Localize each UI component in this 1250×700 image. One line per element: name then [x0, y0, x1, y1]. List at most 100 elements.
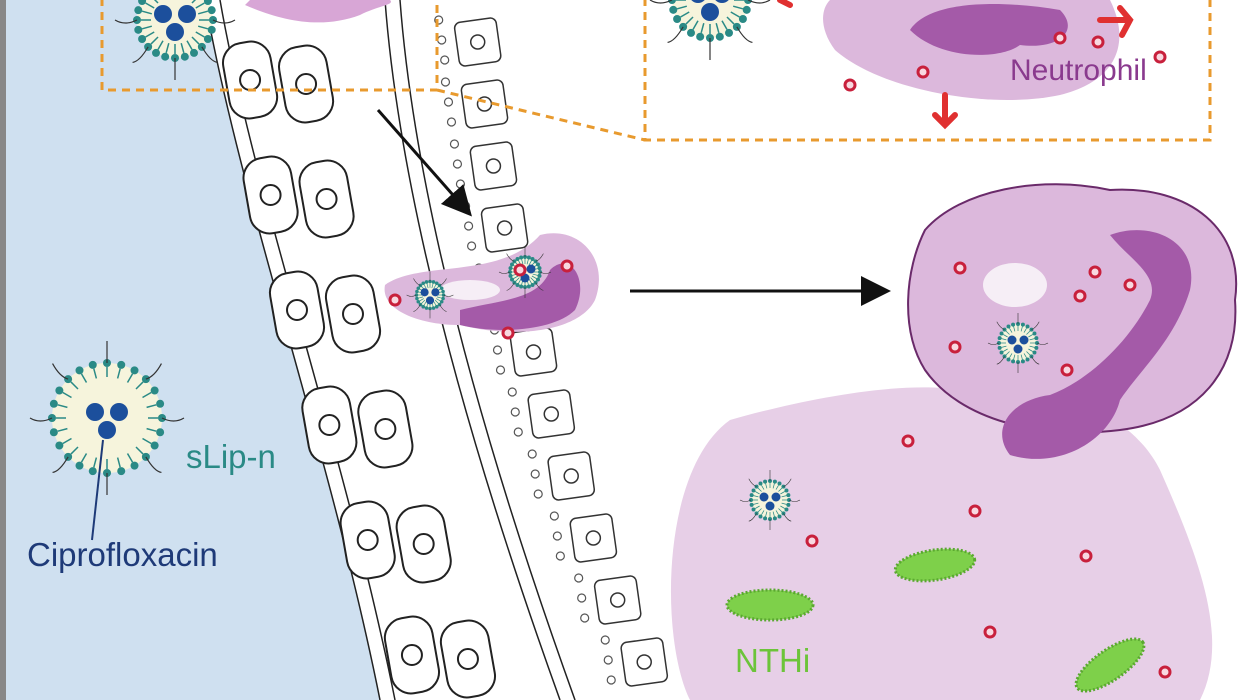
granule — [560, 259, 574, 273]
mucus-dot — [577, 593, 587, 603]
submucosal-cell — [453, 17, 502, 67]
granule — [1158, 665, 1172, 679]
mucus-dot — [580, 613, 590, 623]
mucus-dot — [600, 635, 610, 645]
granule — [1073, 289, 1087, 303]
granule — [968, 504, 982, 518]
mucus-dot — [527, 449, 537, 459]
drug-molecule — [1007, 335, 1017, 345]
mucus-dot — [574, 573, 584, 583]
drug-molecule — [715, 0, 729, 3]
granule — [901, 434, 915, 448]
left-border — [0, 0, 6, 700]
granule — [501, 326, 515, 340]
receptor-icons — [777, 0, 1134, 130]
mucus-dot — [549, 511, 559, 521]
granule — [1153, 50, 1167, 64]
mucus-dot — [455, 179, 466, 189]
legend-pointer — [91, 439, 104, 541]
liposome-icon — [406, 271, 454, 319]
bacterium-icon — [1074, 637, 1146, 693]
bacterium-icon — [893, 547, 977, 583]
granule — [916, 65, 930, 79]
epithelial-cell — [277, 44, 335, 124]
granule — [805, 534, 819, 548]
epithelial-cell — [357, 389, 414, 469]
drug-molecule — [526, 264, 536, 274]
mucus-dot — [464, 221, 474, 231]
mucus-dot — [446, 117, 457, 127]
granule — [843, 78, 857, 92]
drug-molecule — [759, 492, 769, 502]
submucosal-cell — [460, 79, 509, 129]
submucosal-cell — [569, 513, 618, 563]
epithelial-cell — [339, 500, 396, 580]
mucus-dot — [437, 35, 447, 45]
airway-lumen — [0, 0, 380, 700]
drug-molecule — [431, 288, 440, 297]
drug-molecule — [166, 23, 184, 41]
drug-molecule — [420, 288, 429, 297]
mucus-dot — [440, 55, 450, 65]
label-sliposome: sLip-n — [186, 438, 276, 475]
mucus-dot — [530, 469, 540, 479]
mucus-dot — [452, 159, 463, 169]
liposome-icon — [29, 341, 185, 495]
drug-molecule — [178, 5, 196, 23]
epithelial-cell — [439, 619, 497, 699]
mucus-dot — [507, 387, 517, 397]
mucus-dot — [533, 489, 543, 499]
granules — [388, 31, 1172, 679]
drug-molecule — [765, 501, 775, 511]
granule — [983, 625, 997, 639]
zoom-connector — [436, 88, 646, 142]
submucosal-cell — [593, 575, 642, 625]
drug-molecule — [701, 3, 719, 21]
submucosal-cell — [527, 389, 576, 439]
zoom-region-box — [100, 0, 439, 92]
mucus-dot — [603, 655, 613, 665]
granule — [513, 263, 527, 277]
mucus-dot — [440, 77, 451, 87]
epithelial-cell — [395, 504, 452, 584]
granule — [1079, 549, 1093, 563]
epithelial-cell — [221, 40, 279, 120]
drug-molecule — [691, 0, 705, 3]
epithelial-cell — [268, 270, 326, 350]
submucosal-cell — [469, 141, 518, 191]
granule — [1123, 278, 1137, 292]
liposome-icon — [114, 0, 236, 80]
granule — [953, 261, 967, 275]
epithelial-cell — [301, 385, 358, 465]
liposome-icon — [987, 313, 1049, 373]
mucus-dot — [492, 345, 503, 355]
bacterium-icon — [725, 588, 815, 622]
drug-molecule — [425, 296, 435, 305]
drug-molecule — [1019, 335, 1029, 345]
submucosal-cell — [480, 203, 529, 253]
granule — [388, 293, 402, 307]
epithelial-cell — [298, 159, 355, 239]
granule — [1060, 363, 1074, 377]
zoom-inset-box — [643, 0, 1212, 142]
mucus-dot — [555, 551, 565, 561]
drug-molecule — [86, 403, 104, 421]
mucus-dot — [606, 675, 616, 685]
submucosal-cell — [509, 327, 558, 377]
mucus-dot — [552, 531, 562, 541]
drug-molecule — [98, 421, 116, 439]
drug-molecule — [154, 5, 172, 23]
drug-molecule — [1013, 344, 1023, 354]
label-neutrophil: Neutrophil — [1010, 54, 1147, 87]
net-cloud — [670, 387, 1213, 700]
label-nthi: NTHi — [735, 642, 811, 679]
mucus-dot — [443, 97, 454, 107]
large-neutrophil — [670, 183, 1238, 700]
label-ciprofloxacin: Ciprofloxacin — [27, 536, 218, 573]
granule — [1053, 31, 1067, 45]
epithelial-cells — [221, 40, 497, 699]
drug-molecule — [110, 403, 128, 421]
mucus-dot — [495, 365, 506, 375]
